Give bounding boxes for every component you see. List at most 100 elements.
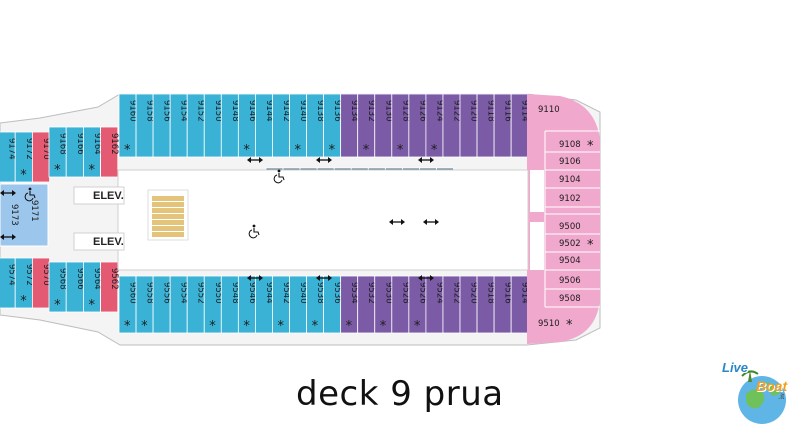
star-marker: * <box>431 143 438 158</box>
cabin-number: 9144 <box>264 100 274 122</box>
cabin-9526[interactable]: 9526* <box>408 275 428 334</box>
cabin-9152[interactable]: 9152 <box>186 93 206 158</box>
cabin-9572[interactable]: 9572* <box>14 257 34 309</box>
cabin-9522[interactable]: 9522 <box>442 275 462 334</box>
cabin-9126[interactable]: 9126 <box>408 93 428 158</box>
cabin-9530[interactable]: 9530* <box>374 275 394 334</box>
cabin-9164[interactable]: 9164* <box>83 126 102 178</box>
cabin-9136[interactable]: 9136* <box>323 93 343 158</box>
cabin-number: 9130 <box>383 100 393 122</box>
elevator-box <box>73 232 125 251</box>
cabin-9548[interactable]: 9548 <box>220 275 240 334</box>
cabin-9534[interactable]: 9534* <box>340 275 360 334</box>
cabin-9134[interactable]: 9134 <box>340 93 360 158</box>
cabin-9520[interactable]: 9520 <box>459 275 479 334</box>
stair-step <box>152 226 184 231</box>
cabin-9172[interactable]: 9172* <box>14 131 34 183</box>
cabin-9168[interactable]: 9168* <box>48 126 68 178</box>
cabin-9118[interactable]: 9118 <box>476 93 496 158</box>
cabin-9568[interactable]: 9568* <box>48 261 68 313</box>
cabin-number: 9560 <box>128 282 138 304</box>
globe-icon <box>738 370 786 424</box>
cabin-9560[interactable]: 9560 * <box>118 275 138 334</box>
cabin-number: 9171 <box>29 200 39 222</box>
cabin-9148[interactable]: 9148 <box>220 93 240 158</box>
cabin-9500[interactable]: 9500 <box>559 222 581 232</box>
cabin-9516[interactable]: 9516 <box>493 275 513 334</box>
cabin-9116[interactable]: 9116 <box>493 93 513 158</box>
cabin-9166[interactable]: 9166 <box>65 126 85 178</box>
cabin-9532[interactable]: 9532 <box>357 275 377 334</box>
cabin-9546[interactable]: 9546* <box>237 275 257 334</box>
cabin-9122[interactable]: 9122 <box>442 93 462 158</box>
star-marker: * <box>124 143 131 158</box>
cabin-9504[interactable]: 9504 <box>559 256 581 266</box>
cabin-9544[interactable]: 9544 <box>254 275 274 334</box>
cabin-number: 9174 <box>7 138 17 160</box>
cabin-9542[interactable]: 9542* <box>272 275 291 334</box>
cabin-number: 9574 <box>7 264 17 286</box>
cabin-number: 9158 <box>145 100 155 122</box>
cabin-9170[interactable]: 9170 <box>32 131 51 183</box>
cabin-9566[interactable]: 9566 <box>65 261 85 313</box>
cabin-9558[interactable]: 9558* <box>135 275 155 334</box>
cabin-9510[interactable]: 9510* <box>538 318 573 333</box>
cabin-9132[interactable]: 9132* <box>357 93 377 158</box>
cabin-9518[interactable]: 9518 <box>476 275 496 334</box>
cabin-9536[interactable]: 9536 <box>323 275 343 334</box>
cabin-9550[interactable]: 9550* <box>203 275 223 334</box>
cabin-9570[interactable]: 9570 <box>32 257 51 309</box>
cabin-9508[interactable]: 9508 <box>559 294 581 304</box>
star-marker: * <box>209 319 216 334</box>
cabin-9524[interactable]: 9524 <box>425 275 445 334</box>
cabin-9128[interactable]: 9128 * <box>391 93 411 158</box>
cabin-9514[interactable]: 9514 <box>510 275 530 334</box>
cabin-9114[interactable]: 9114 <box>510 93 530 158</box>
cabin-9156[interactable]: 9156 <box>152 93 172 158</box>
cabin-9538[interactable]: 9538* <box>306 275 326 334</box>
cabin-9556[interactable]: 9556 <box>152 275 172 334</box>
cabin-9154[interactable]: 9154 <box>169 93 189 158</box>
cabin-9528[interactable]: 9528 <box>391 275 411 334</box>
cabin-9142[interactable]: 9142 <box>272 93 291 158</box>
cabin-number: 9540 <box>298 282 308 304</box>
accessible-cabins[interactable] <box>0 183 49 247</box>
cabin-number: 9152 <box>196 100 206 122</box>
cabin-9574[interactable]: 9574 <box>0 257 17 309</box>
cabin-9106[interactable]: 9106 <box>559 157 581 167</box>
cabin-number: 9124 <box>434 100 444 122</box>
cabin-number: 9104 <box>559 175 581 185</box>
cabin-9138[interactable]: 9138 <box>306 93 326 158</box>
cabin-9110[interactable]: 9110 <box>538 105 560 115</box>
cabin-number: 9516 <box>503 282 513 304</box>
star-marker: * <box>312 319 319 334</box>
cabin-9120[interactable]: 9120 <box>459 93 479 158</box>
cabin-9150[interactable]: 9150 <box>203 93 223 158</box>
cabin-9140[interactable]: 9140* <box>289 93 309 158</box>
star-marker: * <box>89 298 96 313</box>
star-marker: * <box>397 143 404 158</box>
corridor-end <box>530 222 544 270</box>
cabin-number: 9128 <box>400 100 410 122</box>
cabin-9506[interactable]: 9506 <box>559 276 581 286</box>
cabin-9540[interactable]: 9540 <box>289 275 309 334</box>
cabin-9564[interactable]: 9564* <box>83 261 102 313</box>
cabin-9552[interactable]: 9552 <box>186 275 206 334</box>
cabin-9162[interactable]: 9162 <box>100 126 120 178</box>
cabin-9502[interactable]: 9502* <box>559 238 594 253</box>
cabin-9102[interactable]: 9102 <box>559 194 581 204</box>
cabin-9104[interactable]: 9104 <box>559 175 581 185</box>
cabin-9130[interactable]: 9130 <box>374 93 394 158</box>
cabin-9124[interactable]: 9124 * <box>425 93 445 158</box>
cabin-9160[interactable]: 9160* <box>118 93 138 158</box>
cabin-9146[interactable]: 9146* <box>237 93 257 158</box>
cabin-number: 9568 <box>58 268 68 290</box>
star-marker: * <box>124 319 131 334</box>
cabin-9174[interactable]: 9174 <box>0 131 17 183</box>
cabin-9158[interactable]: 9158 <box>135 93 155 158</box>
cabin-9562[interactable]: 9562 <box>100 261 120 313</box>
cabin-number: 9120 <box>469 100 479 122</box>
cabin-9108[interactable]: 9108* <box>559 139 594 154</box>
cabin-9144[interactable]: 9144 <box>254 93 274 158</box>
cabin-9554[interactable]: 9554 <box>169 275 189 334</box>
